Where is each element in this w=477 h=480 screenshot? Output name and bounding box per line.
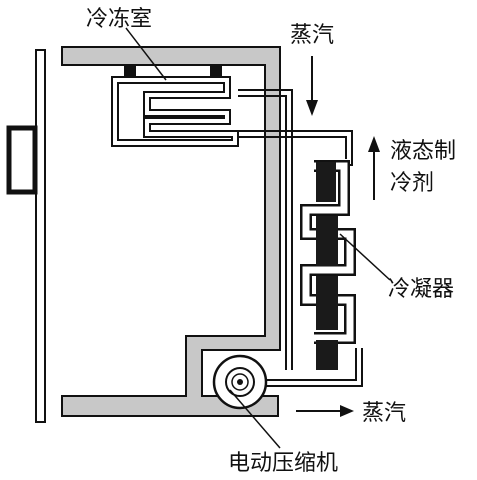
label-compressor: 电动压缩机: [228, 451, 338, 476]
door-handle: [6, 125, 38, 195]
label-liquid-refrigerant-1: 液态制: [390, 139, 456, 164]
label-steam-bottom: 蒸汽: [362, 401, 406, 426]
condenser-leader: [339, 233, 391, 281]
condenser-fin: [318, 176, 334, 198]
refrigerant-tubing: [238, 89, 363, 387]
flow-arrows: [296, 56, 380, 417]
freezer-leader: [125, 27, 167, 81]
compressor-leader: [229, 389, 281, 449]
cabinet-wall: [61, 46, 281, 417]
freezer-coil: [111, 76, 239, 147]
label-freezer: 冷冻室: [86, 7, 152, 32]
label-condenser: 冷凝器: [388, 277, 454, 302]
compressor: [212, 354, 268, 410]
label-liquid-refrigerant-2: 冷剂: [390, 171, 434, 196]
arrow-head-down: [306, 100, 318, 116]
condenser: [300, 160, 356, 370]
arrow-head-right: [340, 405, 354, 417]
condenser-fin: [316, 216, 338, 266]
freezer-bracket-left: [124, 65, 136, 77]
condenser-fin: [316, 340, 338, 370]
label-steam-top: 蒸汽: [290, 23, 334, 48]
condenser-fin: [316, 276, 338, 330]
arrow-head-up: [368, 136, 380, 152]
freezer-bracket-right: [210, 65, 222, 77]
leader-lines: [125, 27, 391, 449]
door: [35, 49, 46, 423]
